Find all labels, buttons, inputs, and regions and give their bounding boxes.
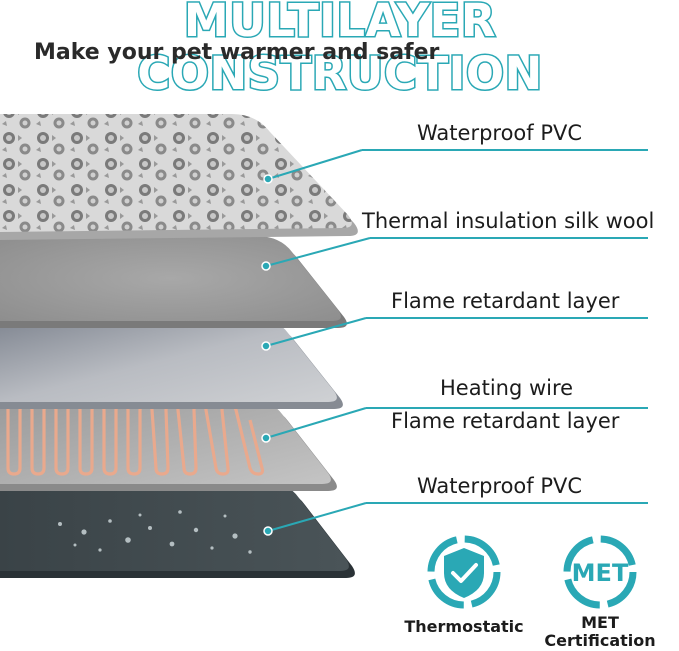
met-icon-text: MET — [572, 559, 629, 587]
layer-waterproof-pvc-bottom — [0, 480, 355, 578]
layer-flame-retardant — [0, 317, 343, 409]
badge-label-met-line2: Certification — [544, 631, 656, 650]
layer-thermal-wool — [0, 236, 347, 328]
layer-heating-wire — [0, 398, 337, 491]
layer-label-flame-retardant-2: Flame retardant layer — [391, 409, 620, 433]
callout-lines — [261, 149, 648, 536]
page-title: MULTILAYER CONSTRUCTION — [136, 0, 544, 102]
layer-label-flame-retardant: Flame retardant layer — [391, 289, 620, 313]
layer-label-waterproof-pvc-bottom: Waterproof PVC — [417, 474, 583, 498]
layer-label-heating-wire: Heating wire — [440, 376, 574, 400]
page-subtitle: Make your pet warmer and safer — [34, 40, 440, 65]
badge-label-met-line1: MET — [581, 613, 619, 632]
layer-label-waterproof-pvc-top: Waterproof PVC — [417, 121, 583, 145]
layer-label-thermal-wool: Thermal insulation silk wool — [362, 209, 655, 233]
badge-label-met: MET Certification — [530, 614, 670, 650]
layer-waterproof-pvc-top — [0, 114, 358, 240]
shield-check-icon — [427, 535, 501, 609]
badge-label-thermostatic: Thermostatic — [404, 617, 524, 636]
met-certification-icon: MET — [563, 535, 637, 609]
